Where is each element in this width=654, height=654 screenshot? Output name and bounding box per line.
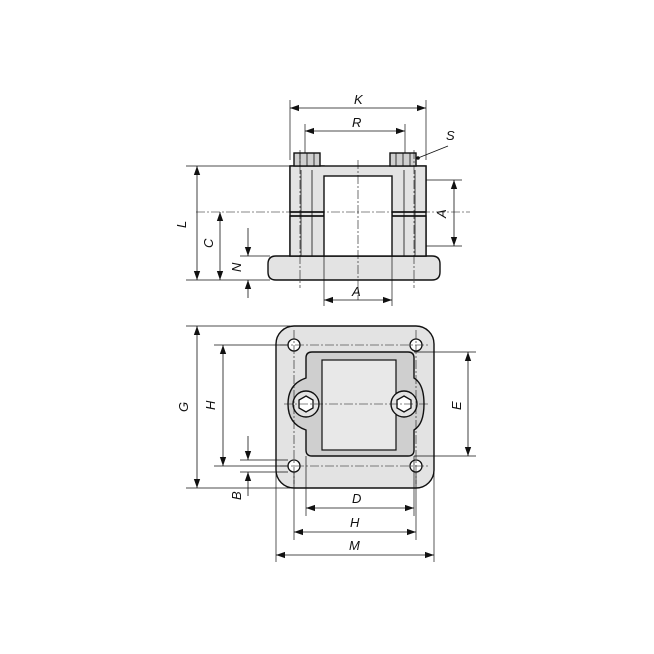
- dim-L-label: L: [174, 221, 189, 228]
- dim-H-left-label: H: [203, 400, 218, 410]
- dim-B-label: B: [229, 491, 244, 500]
- dim-K: K: [289, 92, 427, 160]
- dim-A-right-label: A: [434, 209, 449, 219]
- dim-A-bottom-label: A: [351, 284, 361, 299]
- dim-M: M: [275, 440, 435, 562]
- front-view: [196, 150, 470, 300]
- bore-top: [321, 359, 397, 451]
- dim-N: N: [229, 228, 270, 298]
- dim-B: B: [229, 436, 288, 500]
- dim-E-label: E: [449, 401, 464, 410]
- dim-L: L: [174, 165, 292, 281]
- dim-D-label: D: [352, 491, 361, 506]
- dim-H-left: H: [203, 344, 288, 467]
- dim-K-label: K: [354, 92, 364, 107]
- dim-E: E: [414, 351, 476, 457]
- dim-G-label: G: [176, 402, 191, 412]
- dim-H-bottom: H: [293, 472, 417, 540]
- dim-H-bottom-label: H: [350, 515, 360, 530]
- base-flange: [267, 255, 441, 281]
- plan-view: [275, 325, 435, 489]
- dim-A-right: A: [426, 179, 462, 247]
- dim-G: G: [176, 325, 290, 489]
- dim-R: R: [304, 115, 406, 153]
- dim-C-label: C: [201, 238, 216, 248]
- dim-R-label: R: [352, 115, 361, 130]
- dim-M-label: M: [349, 538, 360, 553]
- dim-S: S: [416, 128, 455, 160]
- dim-C: C: [201, 212, 224, 280]
- dim-D: D: [305, 456, 415, 516]
- dim-A-bottom: A: [323, 256, 393, 306]
- dim-N-label: N: [229, 262, 244, 272]
- dim-S-label: S: [446, 128, 455, 143]
